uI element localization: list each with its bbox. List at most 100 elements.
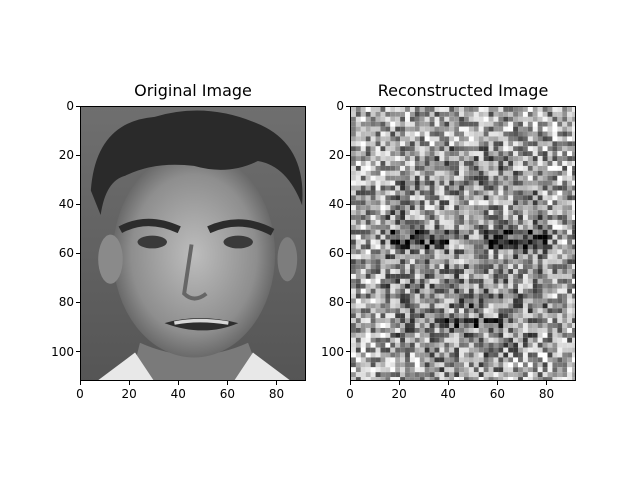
reconstructed-pixel: [518, 337, 523, 343]
reconstructed-pixel: [488, 278, 494, 284]
reconstructed-pixel: [375, 357, 381, 363]
reconstructed-pixel: [464, 269, 469, 274]
reconstructed-pixel: [419, 269, 425, 274]
original-brow-left: [118, 218, 181, 234]
reconstructed-pixel: [449, 298, 455, 304]
reconstructed-pixel: [355, 219, 361, 225]
reconstructed-pixel: [527, 323, 533, 328]
reconstructed-pixel: [434, 136, 440, 142]
reconstructed-pixel: [483, 185, 489, 191]
reconstructed-pixel: [493, 377, 499, 380]
reconstructed-pixel: [557, 136, 563, 142]
reconstructed-pixel: [459, 136, 464, 142]
reconstructed-pixel: [503, 219, 509, 225]
reconstructed-pixel: [355, 372, 361, 378]
reconstructed-pixel: [351, 264, 356, 270]
reconstructed-pixel: [498, 367, 504, 373]
reconstructed-pixel: [498, 121, 504, 127]
reconstructed-pixel: [395, 249, 401, 255]
reconstructed-pixel: [464, 254, 469, 260]
reconstructed-pixel: [434, 313, 440, 319]
reconstructed-pixel: [547, 195, 553, 201]
reconstructed-pixel: [572, 283, 575, 289]
reconstructed-pixel: [498, 337, 504, 343]
reconstructed-pixel: [439, 116, 445, 122]
reconstructed-pixel: [473, 239, 479, 245]
reconstructed-pixel: [449, 269, 455, 274]
reconstructed-pixel: [400, 244, 406, 250]
reconstructed-pixel: [409, 190, 415, 196]
reconstructed-pixel: [449, 254, 455, 260]
reconstructed-pixel: [483, 357, 489, 363]
reconstructed-pixel: [518, 249, 523, 255]
reconstructed-pixel: [400, 107, 406, 112]
reconstructed-pixel: [522, 165, 528, 171]
reconstructed-pixel: [405, 347, 410, 353]
reconstructed-pixel: [429, 298, 435, 304]
reconstructed-pixel: [508, 273, 514, 279]
reconstructed-pixel: [434, 185, 440, 191]
reconstructed-pixel: [522, 367, 528, 373]
reconstructed-pixel: [409, 264, 415, 270]
reconstructed-pixel: [513, 107, 519, 112]
reconstructed-pixel: [572, 288, 575, 294]
reconstructed-pixel: [562, 224, 568, 230]
reconstructed-pixel: [572, 323, 575, 328]
reconstructed-pixel: [498, 229, 504, 235]
original-collar-left: [98, 352, 154, 380]
reconstructed-pixel: [385, 175, 391, 181]
reconstructed-pixel: [390, 254, 396, 260]
reconstructed-pixel: [483, 170, 489, 176]
reconstructed-pixel: [449, 151, 455, 157]
reconstructed-pixel: [557, 239, 563, 245]
reconstructed-pixel: [400, 215, 406, 220]
reconstructed-pixel: [488, 200, 494, 206]
reconstructed-pixel: [527, 337, 533, 343]
reconstructed-pixel: [498, 205, 504, 211]
reconstructed-pixel: [380, 283, 386, 289]
reconstructed-pixel: [365, 195, 371, 201]
reconstructed-pixel: [572, 111, 575, 117]
reconstructed-pixel: [468, 362, 474, 368]
reconstructed-pixel: [375, 156, 381, 162]
reconstructed-pixel: [370, 210, 376, 216]
reconstructed-pixel: [464, 264, 469, 270]
reconstructed-pixel: [395, 121, 401, 127]
reconstructed-pixel: [424, 190, 430, 196]
reconstructed-pixel: [385, 205, 391, 211]
reconstructed-pixel: [351, 224, 356, 230]
reconstructed-pixel: [498, 136, 504, 142]
reconstructed-pixel: [375, 377, 381, 380]
reconstructed-pixel: [439, 175, 445, 181]
reconstructed-pixel: [414, 244, 420, 250]
reconstructed-pixel: [414, 303, 420, 309]
reconstructed-pixel: [370, 205, 376, 211]
reconstructed-pixel: [562, 269, 568, 274]
reconstructed-pixel: [513, 121, 519, 127]
reconstructed-pixel: [473, 377, 479, 380]
reconstructed-pixel: [518, 269, 523, 274]
reconstructed-pixel: [365, 337, 371, 343]
reconstructed-pixel: [454, 239, 460, 245]
reconstructed-pixel: [400, 190, 406, 196]
reconstructed-pixel: [478, 205, 484, 211]
reconstructed-pixel: [385, 200, 391, 206]
reconstructed-pixel: [483, 151, 489, 157]
reconstructed-pixel: [513, 180, 519, 186]
reconstructed-pixel: [518, 190, 523, 196]
reconstructed-pixel: [542, 278, 548, 284]
reconstructed-pixel: [542, 200, 548, 206]
reconstructed-pixel: [375, 165, 381, 171]
reconstructed-pixel: [390, 126, 396, 132]
reconstructed-pixel: [557, 200, 563, 206]
reconstructed-pixel: [518, 298, 523, 304]
reconstructed-pixel: [468, 165, 474, 171]
reconstructed-pixel: [351, 347, 356, 353]
reconstructed-pixel: [503, 249, 509, 255]
reconstructed-pixel: [409, 185, 415, 191]
reconstructed-pixel: [547, 156, 553, 162]
reconstructed-ytick-label: 60: [328, 246, 344, 261]
reconstructed-pixel: [488, 283, 494, 289]
reconstructed-pixel: [468, 264, 474, 270]
reconstructed-pixel: [385, 126, 391, 132]
